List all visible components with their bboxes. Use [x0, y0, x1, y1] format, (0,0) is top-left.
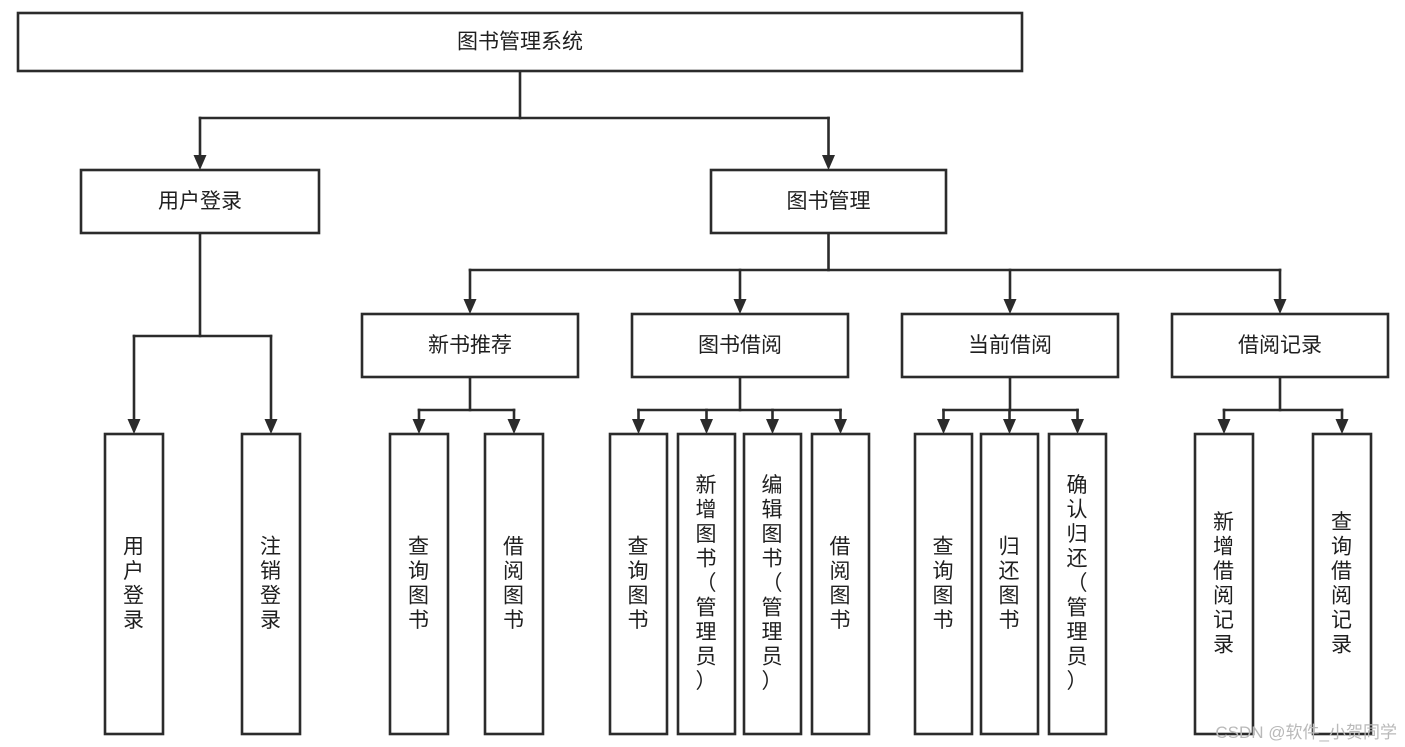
node-leaf-logout[interactable]: 注销登录: [240, 432, 302, 736]
arrow-head-icon: [1003, 299, 1017, 314]
arrow-head-icon: [1071, 419, 1084, 434]
node-box[interactable]: [1193, 432, 1255, 736]
node-leaf-query-record[interactable]: 查询借阅记录: [1311, 432, 1373, 736]
node-box[interactable]: [360, 312, 580, 379]
node-label: 查询图书: [628, 535, 650, 632]
node-label: 注销登录: [260, 535, 282, 632]
node-user-login[interactable]: 用户登录: [79, 168, 321, 235]
node-box[interactable]: [388, 432, 450, 736]
node-label: 新增图书（管理员）: [696, 474, 718, 693]
arrow-head-icon: [127, 419, 141, 434]
node-leaf-borrow-book-1[interactable]: 借阅图书: [483, 432, 545, 736]
node-label: 图书借阅: [698, 334, 782, 357]
node-borrow-record[interactable]: 借阅记录: [1170, 312, 1390, 379]
node-box[interactable]: [1170, 312, 1390, 379]
node-leaf-borrow-book-2[interactable]: 借阅图书: [810, 432, 871, 736]
node-box[interactable]: [676, 432, 737, 736]
arrow-head-icon: [1217, 419, 1231, 434]
node-label: 借阅记录: [1238, 334, 1322, 357]
node-boxes: 图书管理系统用户登录图书管理新书推荐图书借阅当前借阅借阅记录用户登录注销登录查询…: [16, 11, 1390, 736]
node-leaf-confirm-return[interactable]: 确认归还（管理员）: [1047, 432, 1108, 736]
node-leaf-query-book-2[interactable]: 查询图书: [608, 432, 669, 736]
connector-lines: [127, 69, 1349, 434]
node-leaf-query-book-3[interactable]: 查询图书: [913, 432, 974, 736]
node-leaf-add-record[interactable]: 新增借阅记录: [1193, 432, 1255, 736]
node-book-management[interactable]: 图书管理: [709, 168, 948, 235]
arrow-head-icon: [733, 299, 747, 314]
arrow-head-icon: [834, 419, 847, 434]
node-label: 查询借阅记录: [1331, 510, 1353, 656]
node-box[interactable]: [810, 432, 871, 736]
node-label: 查询图书: [408, 535, 430, 632]
node-box[interactable]: [483, 432, 545, 736]
node-leaf-return-book[interactable]: 归还图书: [979, 432, 1040, 736]
node-box[interactable]: [900, 312, 1120, 379]
node-new-book-recommend[interactable]: 新书推荐: [360, 312, 580, 379]
node-box[interactable]: [79, 168, 321, 235]
arrow-head-icon: [700, 419, 713, 434]
node-leaf-add-book[interactable]: 新增图书（管理员）: [676, 432, 737, 736]
node-root-root[interactable]: 图书管理系统: [16, 11, 1024, 73]
arrow-head-icon: [822, 155, 835, 170]
node-book-borrow[interactable]: 图书借阅: [630, 312, 850, 379]
csdn-watermark: CSDN @软件_小贺同学: [1215, 723, 1397, 742]
node-leaf-query-book-1[interactable]: 查询图书: [388, 432, 450, 736]
node-label: 查询图书: [933, 535, 955, 632]
node-box[interactable]: [1311, 432, 1373, 736]
arrow-head-icon: [1335, 419, 1349, 434]
node-box[interactable]: [240, 432, 302, 736]
node-label: 归还图书: [999, 535, 1021, 632]
arrow-head-icon: [1273, 299, 1287, 314]
node-box[interactable]: [103, 432, 165, 736]
node-box[interactable]: [913, 432, 974, 736]
node-label: 用户登录: [123, 535, 145, 632]
arrow-head-icon: [1003, 419, 1016, 434]
node-label: 当前借阅: [968, 334, 1052, 357]
arrow-head-icon: [766, 419, 779, 434]
node-label: 借阅图书: [503, 535, 525, 632]
node-label: 图书管理: [787, 190, 871, 213]
node-label: 图书管理系统: [457, 31, 583, 54]
arrow-head-icon: [193, 155, 207, 170]
node-label: 新书推荐: [428, 334, 512, 357]
node-box[interactable]: [1047, 432, 1108, 736]
node-box[interactable]: [630, 312, 850, 379]
node-label: 新增借阅记录: [1213, 510, 1235, 656]
node-label: 确认归还（管理员）: [1067, 474, 1089, 693]
arrow-head-icon: [937, 419, 950, 434]
node-box[interactable]: [608, 432, 669, 736]
node-current-borrow[interactable]: 当前借阅: [900, 312, 1120, 379]
arrow-head-icon: [412, 419, 426, 434]
arrow-head-icon: [463, 299, 477, 314]
node-leaf-edit-book[interactable]: 编辑图书（管理员）: [742, 432, 803, 736]
node-label: 借阅图书: [830, 535, 852, 632]
node-label: 用户登录: [158, 190, 242, 213]
node-label: 编辑图书（管理员）: [762, 474, 784, 693]
arrow-head-icon: [507, 419, 521, 434]
arrow-head-icon: [264, 419, 278, 434]
node-box[interactable]: [742, 432, 803, 736]
node-leaf-user-login[interactable]: 用户登录: [103, 432, 165, 736]
node-box[interactable]: [709, 168, 948, 235]
node-box[interactable]: [16, 11, 1024, 73]
arrow-head-icon: [632, 419, 645, 434]
node-box[interactable]: [979, 432, 1040, 736]
